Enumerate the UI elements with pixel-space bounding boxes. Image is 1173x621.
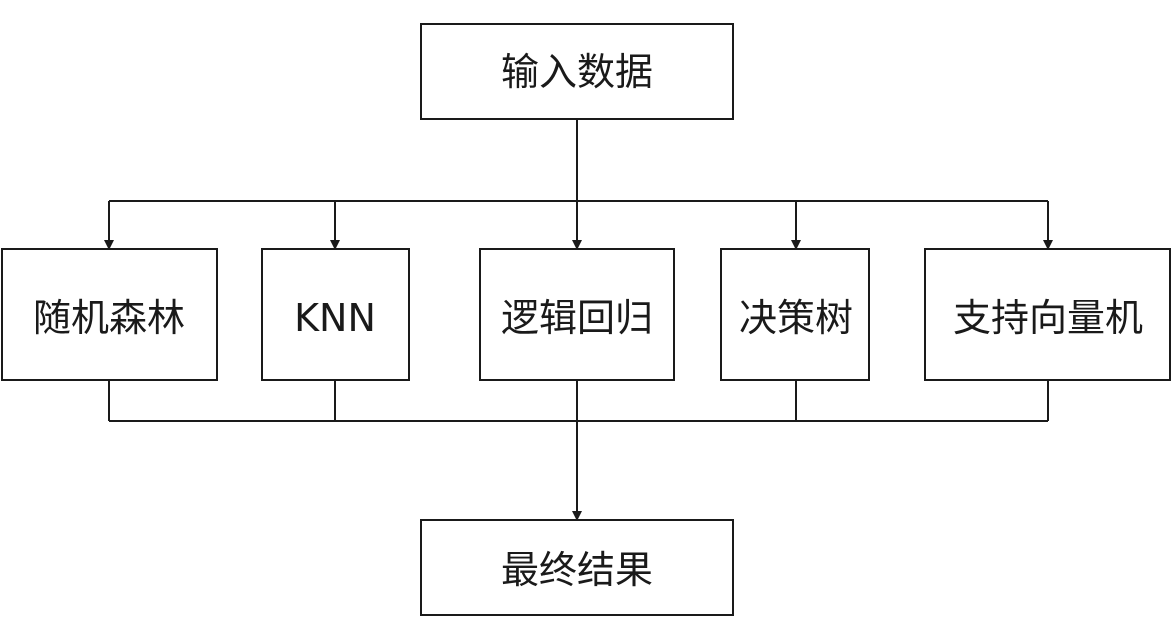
model-label-decision-tree: 决策树 bbox=[739, 296, 853, 340]
model-node-svm: 支持向量机 bbox=[924, 248, 1171, 381]
model-node-knn: KNN bbox=[261, 248, 410, 381]
model-node-decision-tree: 决策树 bbox=[720, 248, 870, 381]
model-label-random-forest: 随机森林 bbox=[33, 296, 185, 340]
model-label-logistic-regression: 逻辑回归 bbox=[501, 296, 653, 340]
model-node-logistic-regression: 逻辑回归 bbox=[479, 248, 675, 381]
model-label-knn: KNN bbox=[294, 296, 376, 340]
input-node: 输入数据 bbox=[420, 23, 734, 120]
output-label: 最终结果 bbox=[501, 548, 653, 592]
output-node: 最终结果 bbox=[420, 519, 734, 616]
model-label-svm: 支持向量机 bbox=[953, 296, 1143, 340]
model-node-random-forest: 随机森林 bbox=[1, 248, 218, 381]
input-label: 输入数据 bbox=[501, 50, 653, 94]
